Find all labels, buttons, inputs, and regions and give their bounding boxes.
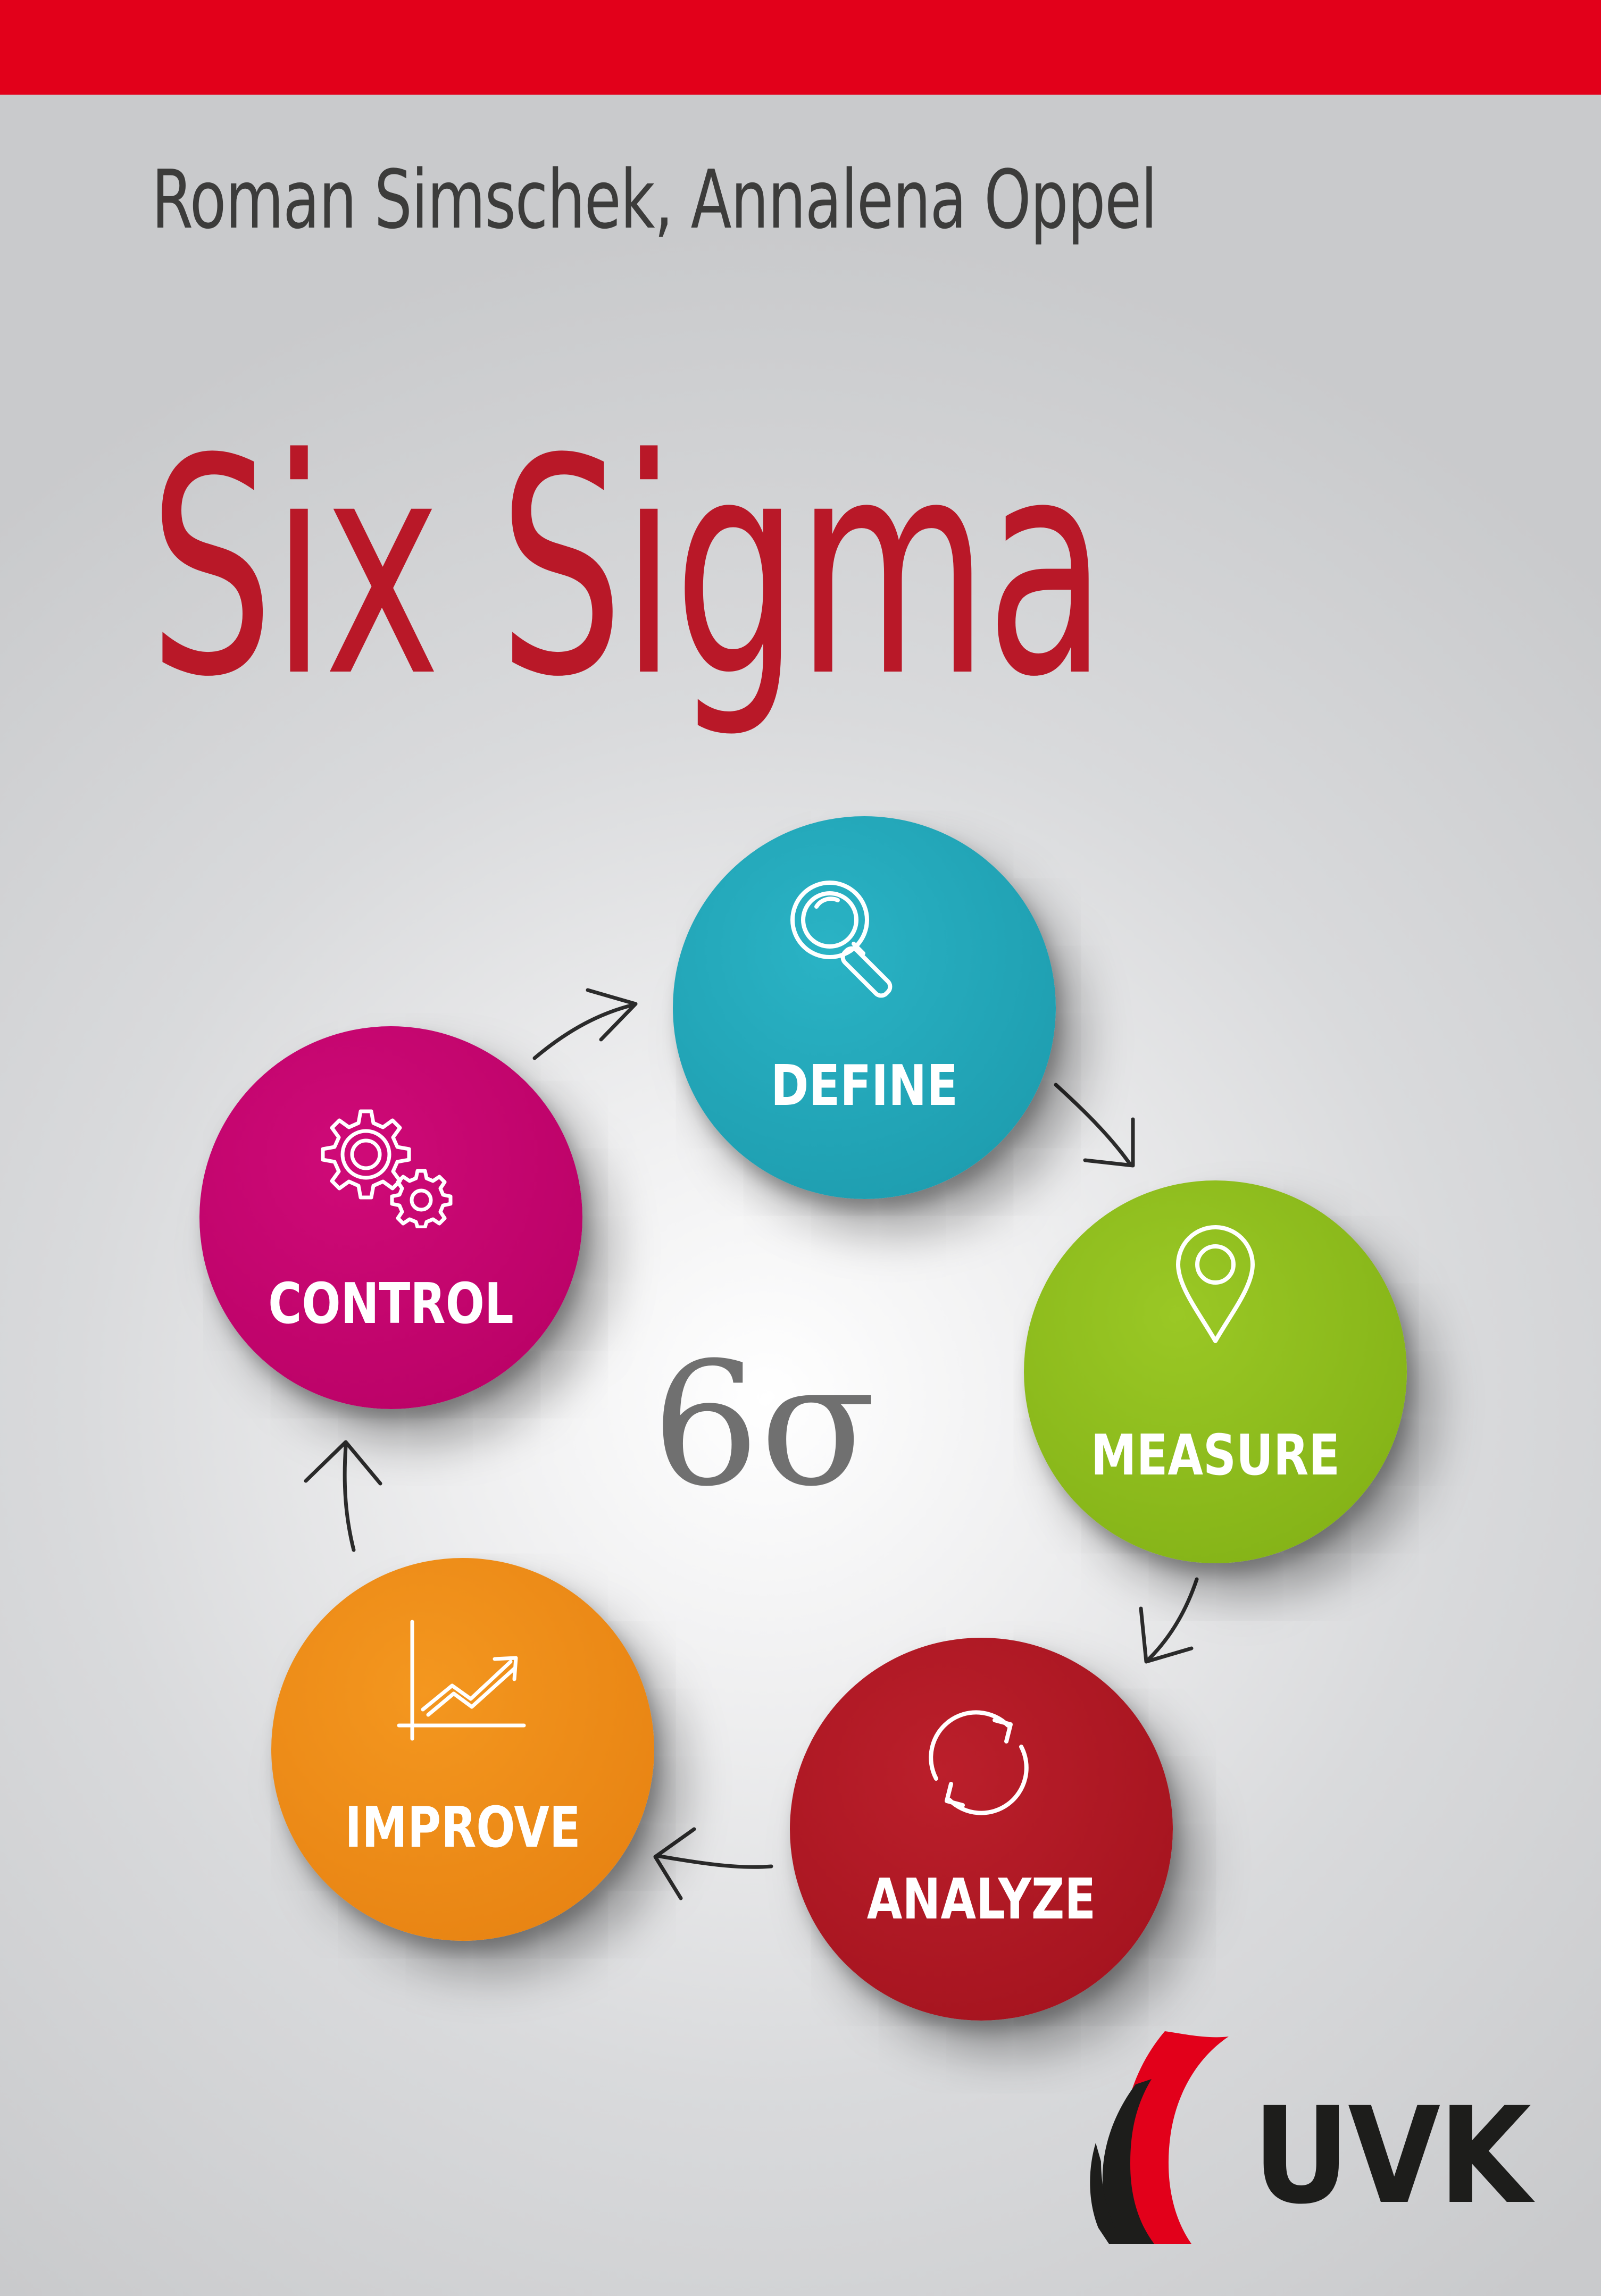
book-title: Six Sigma bbox=[149, 396, 1106, 742]
magnifier-icon bbox=[790, 881, 893, 998]
step-measure: MEASURE bbox=[1024, 1180, 1407, 1563]
location-pin-icon bbox=[1176, 1225, 1255, 1343]
growth-chart-icon bbox=[397, 1620, 526, 1741]
arrow-control-to-define bbox=[532, 1003, 635, 1060]
gears-icon bbox=[321, 1109, 453, 1228]
refresh-icon bbox=[929, 1710, 1029, 1815]
step-analyze-label: ANALYZE bbox=[866, 1867, 1096, 1932]
arrow-analyze-to-improve bbox=[655, 1854, 773, 1869]
six-sigma-symbol: 6σ bbox=[652, 1326, 877, 1524]
arrow-measure-to-analyze bbox=[1147, 1577, 1199, 1661]
step-measure-label: MEASURE bbox=[1090, 1423, 1340, 1488]
arrow-head-analyze-to-improve bbox=[653, 1827, 696, 1900]
top-red-bar bbox=[0, 0, 1601, 95]
step-analyze: ANALYZE bbox=[790, 1638, 1173, 2021]
step-control-label: CONTROL bbox=[268, 1271, 514, 1336]
publisher-logo-sail bbox=[1090, 2031, 1229, 2244]
arrow-head-define-to-measure bbox=[1083, 1117, 1135, 1168]
step-control: CONTROL bbox=[199, 1026, 582, 1409]
publisher-logo-text: UVK bbox=[1253, 2079, 1531, 2233]
arrow-head-improve-to-control bbox=[304, 1440, 382, 1486]
step-improve: IMPROVE bbox=[271, 1558, 654, 1941]
arrow-head-measure-to-analyze bbox=[1139, 1606, 1194, 1664]
arrow-define-to-measure bbox=[1054, 1083, 1132, 1167]
step-define: DEFINE bbox=[673, 816, 1056, 1199]
arrow-head-control-to-define bbox=[586, 988, 638, 1042]
step-improve-label: IMPROVE bbox=[345, 1795, 581, 1860]
step-define-label: DEFINE bbox=[770, 1053, 958, 1118]
arrow-improve-to-control bbox=[343, 1444, 356, 1552]
authors: Roman Simschek, Annalena Oppel bbox=[152, 153, 1157, 247]
